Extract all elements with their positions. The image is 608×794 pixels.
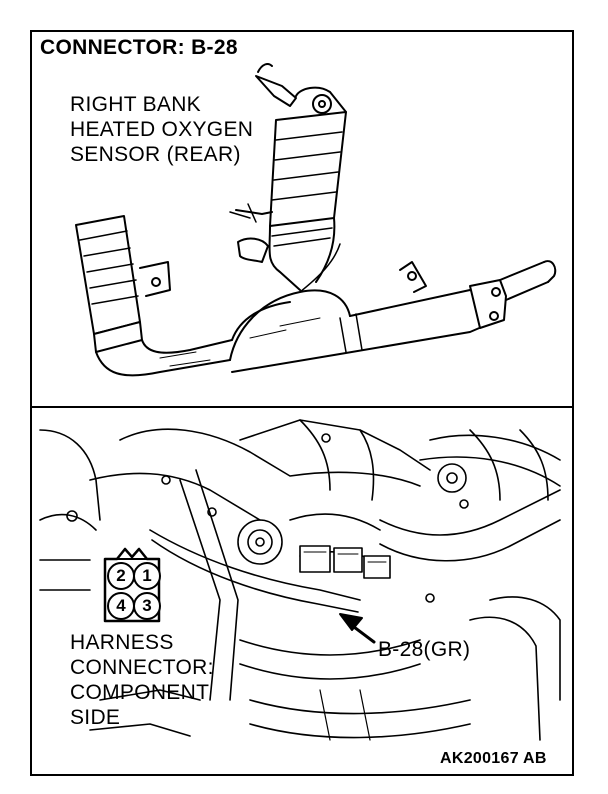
- sensor-label-line-2: HEATED OXYGEN: [70, 118, 254, 141]
- connector-pin-2: 2: [107, 562, 135, 590]
- connector-pin-4: 4: [107, 592, 135, 620]
- connector-callout-arrow: [339, 613, 376, 644]
- figure-id: AK200167 AB: [440, 750, 547, 767]
- connector-pin-1: 1: [133, 562, 161, 590]
- connector-pin-3: 3: [133, 592, 161, 620]
- harness-connector-label: HARNESS CONNECTOR: COMPONENT SIDE: [70, 630, 214, 730]
- sensor-label-line-1: RIGHT BANK: [70, 93, 201, 116]
- harness-label-line-4: SIDE: [70, 706, 121, 729]
- harness-label-line-1: HARNESS: [70, 631, 174, 654]
- sensor-label-line-3: SENSOR (REAR): [70, 143, 241, 166]
- harness-label-line-2: CONNECTOR:: [70, 656, 214, 679]
- exhaust-assembly-illustration: [75, 63, 557, 377]
- panel-divider: [30, 406, 574, 408]
- harness-label-line-3: COMPONENT: [70, 681, 210, 704]
- engine-bay-illustration: [39, 419, 561, 741]
- connector-callout-label: B-28(GR): [378, 638, 471, 661]
- sensor-label: RIGHT BANK HEATED OXYGEN SENSOR (REAR): [70, 92, 253, 167]
- diagram-title: CONNECTOR: B-28: [40, 36, 238, 59]
- connector-face-diagram: 2 1 4 3: [101, 547, 163, 623]
